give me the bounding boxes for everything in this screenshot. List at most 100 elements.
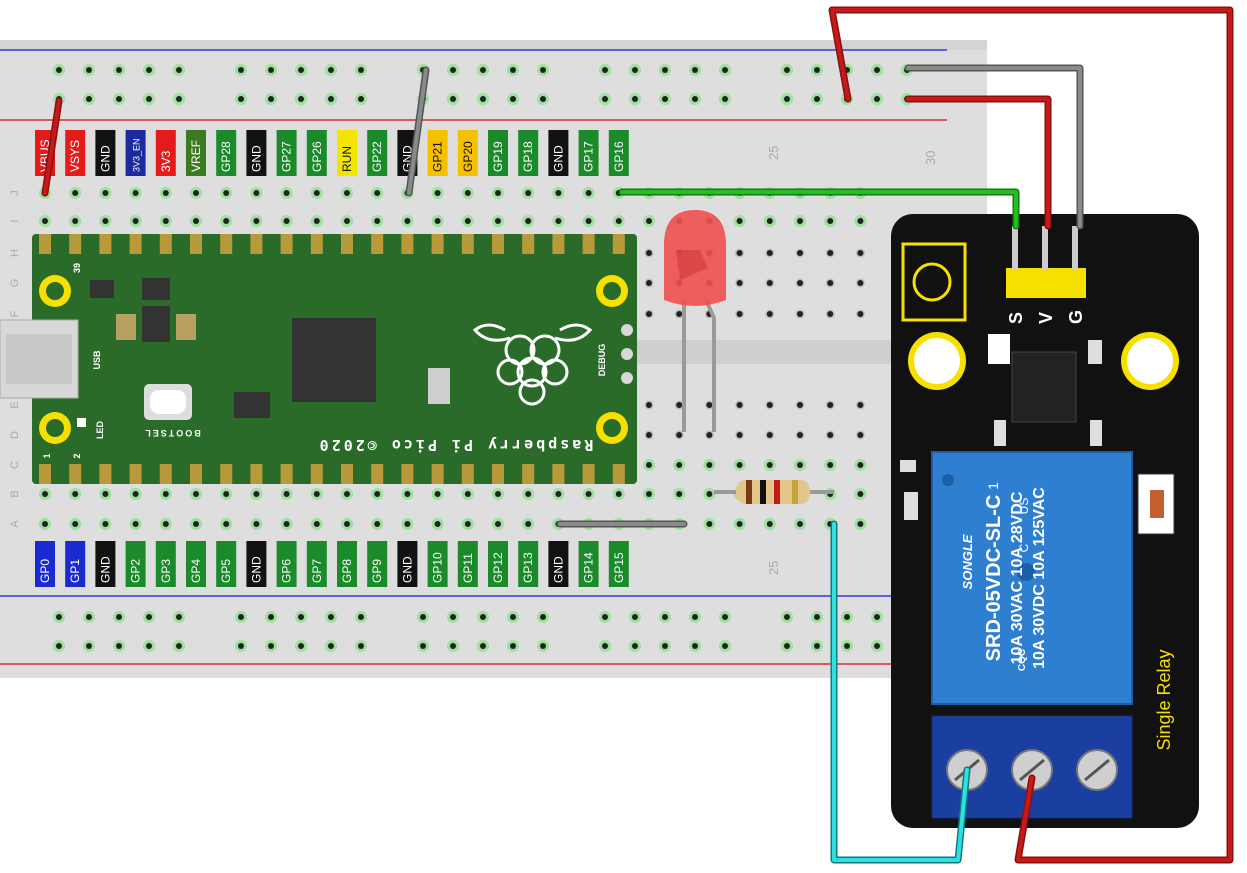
row-letter: H — [9, 249, 21, 257]
pico-pad — [129, 234, 142, 254]
pin-label: GP15 — [612, 552, 626, 583]
relay-pin-number: 1 — [985, 482, 1001, 490]
usb-label: USB — [92, 350, 102, 370]
cqc-mark: CQC — [1017, 649, 1028, 671]
pin-label-bg — [276, 541, 297, 587]
pin-label-bg — [306, 541, 327, 587]
pico-board-name: Raspberry Pi Pico ©2020 — [317, 436, 594, 454]
pin-label-bg — [95, 541, 116, 587]
pico-pad — [39, 464, 51, 484]
pin-label: GP5 — [219, 559, 233, 583]
relay-header-pins — [1006, 268, 1086, 298]
pin-label-bg — [186, 541, 206, 587]
row-letter: J — [9, 190, 21, 196]
c-mark: C — [1017, 543, 1031, 552]
pin-label: GND — [249, 556, 263, 583]
pin-label-bg — [337, 541, 357, 587]
pin-label: 3V3_EN — [132, 138, 142, 172]
led-label: LED — [95, 420, 105, 439]
pico-pad — [69, 234, 82, 254]
pin-39-label: 39 — [72, 263, 82, 273]
pin-label: 3V3 — [159, 150, 173, 172]
pin-label-bg — [276, 130, 297, 176]
relay-module: S V G SRD-05VDC-SL-C 10A 30VAC 10A 28VDC… — [891, 214, 1199, 828]
pin-label-bg — [246, 541, 267, 587]
pin-label: GP3 — [159, 559, 173, 583]
pico-pad — [280, 234, 293, 254]
pin-label-bg — [518, 130, 539, 176]
column-mark-25-bottom: 25 — [766, 561, 781, 575]
pico-pad — [522, 464, 535, 484]
pico-pad — [431, 234, 444, 254]
pin-label: GND — [400, 556, 414, 583]
pico-pad — [461, 234, 474, 254]
pico-pad — [99, 234, 112, 254]
pico-pad — [159, 234, 172, 254]
potentiometer-icon — [912, 262, 952, 302]
pin-label-bg — [216, 130, 237, 176]
pin-label-bg — [367, 130, 388, 176]
pin-label-bg — [427, 130, 448, 176]
pin-label-bg — [125, 130, 146, 176]
pico-pad — [492, 464, 504, 484]
pico-pad — [492, 234, 504, 254]
pico-pad — [552, 234, 565, 254]
pin-label-bg — [95, 130, 116, 176]
pin-label: GND — [98, 145, 112, 172]
pin-label: GP10 — [431, 552, 445, 583]
pin-label-bg — [35, 541, 55, 587]
pico-pad — [280, 464, 293, 484]
pin-label: GP17 — [582, 141, 596, 172]
pin-label-bg — [306, 130, 327, 176]
pico-pad — [522, 234, 535, 254]
relay-title: Single Relay — [1154, 649, 1174, 750]
debug-label: DEBUG — [597, 344, 607, 377]
pin-label-bg — [578, 130, 599, 176]
pin-label: GP9 — [370, 559, 384, 583]
pin-label: GP28 — [219, 141, 233, 172]
pico-pad — [190, 464, 202, 484]
column-mark-30-top: 30 — [923, 151, 938, 165]
pico-pad — [401, 234, 414, 254]
relay-pin-g: G — [1066, 310, 1086, 324]
pico-pad — [371, 234, 384, 254]
pin-label-bg — [337, 130, 357, 176]
red-led — [664, 210, 726, 432]
pin-label-bg — [397, 541, 418, 587]
pin-label-bg — [457, 130, 478, 176]
pin-label: VSYS — [68, 140, 82, 172]
pin-label-bg — [155, 541, 176, 587]
pin-label-bg — [518, 541, 539, 587]
pico-pad — [612, 464, 625, 484]
pico-pad — [220, 234, 233, 254]
pico-pad — [341, 234, 353, 254]
row-letter: B — [9, 490, 21, 497]
pin-label-bg — [488, 541, 508, 587]
row-letter: C — [9, 461, 21, 469]
pin-label: GP8 — [340, 559, 354, 583]
pico-pad — [310, 464, 323, 484]
relay-model: SRD-05VDC-SL-C — [983, 495, 1005, 662]
pin-label-bg — [65, 130, 86, 176]
pico-pad — [612, 234, 625, 254]
pin-label: GP26 — [310, 141, 324, 172]
pico-pad — [250, 464, 263, 484]
row-letter: I — [9, 219, 21, 222]
pico-pad — [461, 464, 474, 484]
pin-1-label: 1 — [42, 453, 52, 458]
pin-label: GP20 — [461, 141, 475, 172]
pin-label-bg — [488, 130, 508, 176]
pico-pad — [310, 234, 323, 254]
row-letter: A — [9, 520, 21, 528]
pin-label-bg — [216, 541, 237, 587]
debug-pin — [621, 372, 633, 384]
pin-label: GP14 — [582, 552, 596, 583]
pin-label-bg — [608, 541, 629, 587]
pin-label: GP27 — [280, 141, 294, 172]
pico-pad — [69, 464, 82, 484]
onboard-led — [77, 418, 86, 427]
pin-label: RUN — [340, 146, 354, 172]
pin-label-bg — [457, 541, 478, 587]
